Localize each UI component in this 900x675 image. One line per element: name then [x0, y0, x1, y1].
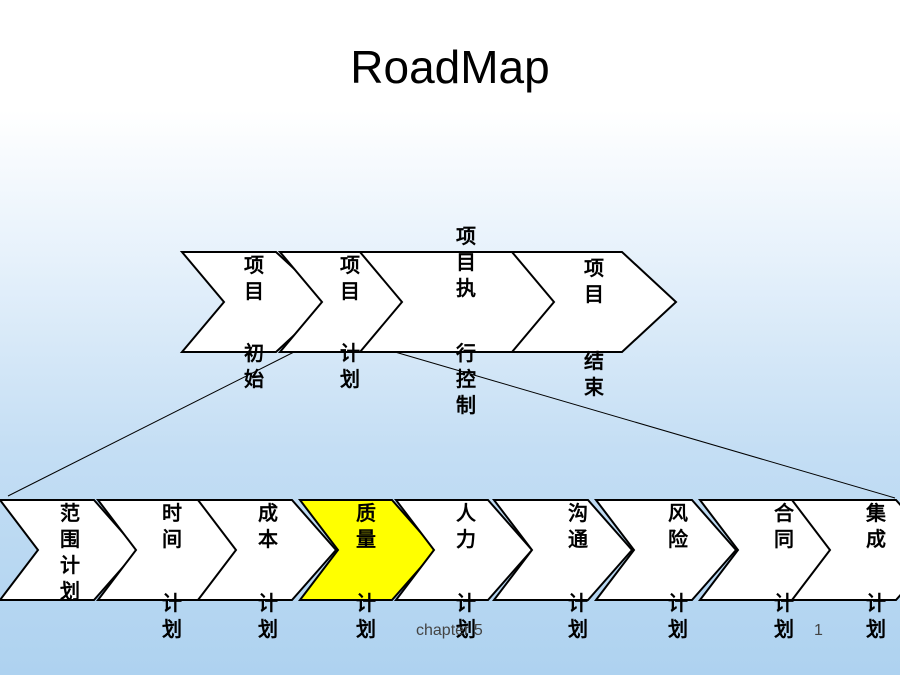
phase-4-label-top: 项: [584, 256, 604, 280]
plan-4-chevron-shape: [297, 499, 438, 601]
plan-9-label-top: 成: [866, 527, 886, 551]
plan-5-label-top: 人: [456, 501, 477, 525]
plan-1-chevron-shape: [0, 499, 140, 601]
phase-4-label-top: 目: [584, 282, 604, 306]
plan-7-chevron-shape: [593, 499, 738, 601]
phase-3-label-top: 执: [456, 276, 476, 300]
plan-6-label-bottom: 计: [568, 591, 588, 615]
plan-1-label-top: 范: [60, 501, 80, 525]
plan-3-chevron-shape: [195, 499, 338, 601]
plan-7-label-top: 险: [668, 527, 689, 551]
phase-2-label-bottom: 计: [340, 341, 360, 365]
plan-8-label-top: 合: [774, 501, 795, 525]
plan-3-label-bottom: 划: [258, 617, 278, 641]
plan-9-label-top: 集: [865, 501, 887, 525]
phase-2-label-bottom: 划: [340, 367, 360, 391]
plan-2-label-top: 间: [162, 527, 182, 551]
plan-6-chevron-shape: [491, 499, 634, 601]
phase-4-chevron-shape: [509, 251, 678, 353]
plan-1-label-top: 计: [60, 553, 80, 577]
plan-2-label-top: 时: [162, 501, 182, 525]
connector-line-left: [7, 351, 295, 497]
plan-2-label-bottom: 计: [162, 591, 182, 615]
phase-1-label-top: 目: [244, 279, 264, 303]
phase-3-label-bottom: 制: [456, 393, 476, 417]
connector-lines: [7, 351, 896, 499]
phase-1-chevron-shape: [179, 251, 332, 353]
plan-9-label-bottom: 划: [866, 617, 886, 641]
plan-5-chevron-shape: [393, 499, 534, 601]
plan-7-label-bottom: 划: [668, 617, 688, 641]
phase-3-label-bottom: 控: [456, 367, 476, 391]
plan-7-label-bottom: 计: [668, 591, 688, 615]
plan-7-label-top: 风: [668, 501, 688, 525]
plan-8-label-bottom: 计: [774, 591, 794, 615]
phase-4-label-bottom: 结: [584, 349, 604, 373]
plan-4-label-bottom: 计: [356, 591, 376, 615]
plan-4-label-bottom: 划: [356, 617, 376, 641]
plan-4-label-top: 量: [356, 527, 376, 551]
phase-3-label-top: 目: [456, 250, 476, 274]
phase-3-label-top: 项: [456, 224, 476, 248]
phase-4-label-bottom: 束: [584, 375, 605, 399]
phase-1-label-bottom: 初: [244, 341, 264, 365]
plan-3-label-top: 成: [258, 501, 278, 525]
slide-title: RoadMap: [350, 41, 550, 93]
page-number: 1: [814, 622, 823, 639]
plan-6-label-bottom: 划: [568, 617, 588, 641]
plan-5-label-top: 力: [456, 527, 476, 551]
plan-3-label-top: 本: [258, 527, 278, 551]
phase-2-label-top: 目: [340, 279, 360, 303]
phase-1-label-top: 项: [244, 253, 264, 277]
plan-9-label-bottom: 计: [866, 591, 886, 615]
plan-8-label-bottom: 划: [774, 617, 794, 641]
footer-chapter: chapter 5: [416, 622, 483, 639]
plan-1-label-top: 围: [60, 527, 80, 551]
plan-5-label-bottom: 划: [456, 617, 476, 641]
connector-line-right: [394, 351, 896, 499]
plan-9-chevron-shape: [789, 499, 900, 601]
plan-5-label-bottom: 计: [456, 591, 476, 615]
phase-3-label-bottom: 行: [455, 341, 476, 365]
plan-4-label-top: 质: [356, 501, 376, 525]
plan-6-label-top: 沟: [568, 501, 588, 525]
plan-6-label-top: 通: [568, 527, 588, 551]
plan-2-label-bottom: 划: [162, 617, 182, 641]
plan-1-label-top: 划: [60, 579, 80, 603]
plan-3-label-bottom: 计: [258, 591, 278, 615]
plan-8-label-top: 同: [774, 527, 794, 551]
phase-1-label-bottom: 始: [244, 367, 264, 391]
phase-2-label-top: 项: [340, 253, 360, 277]
